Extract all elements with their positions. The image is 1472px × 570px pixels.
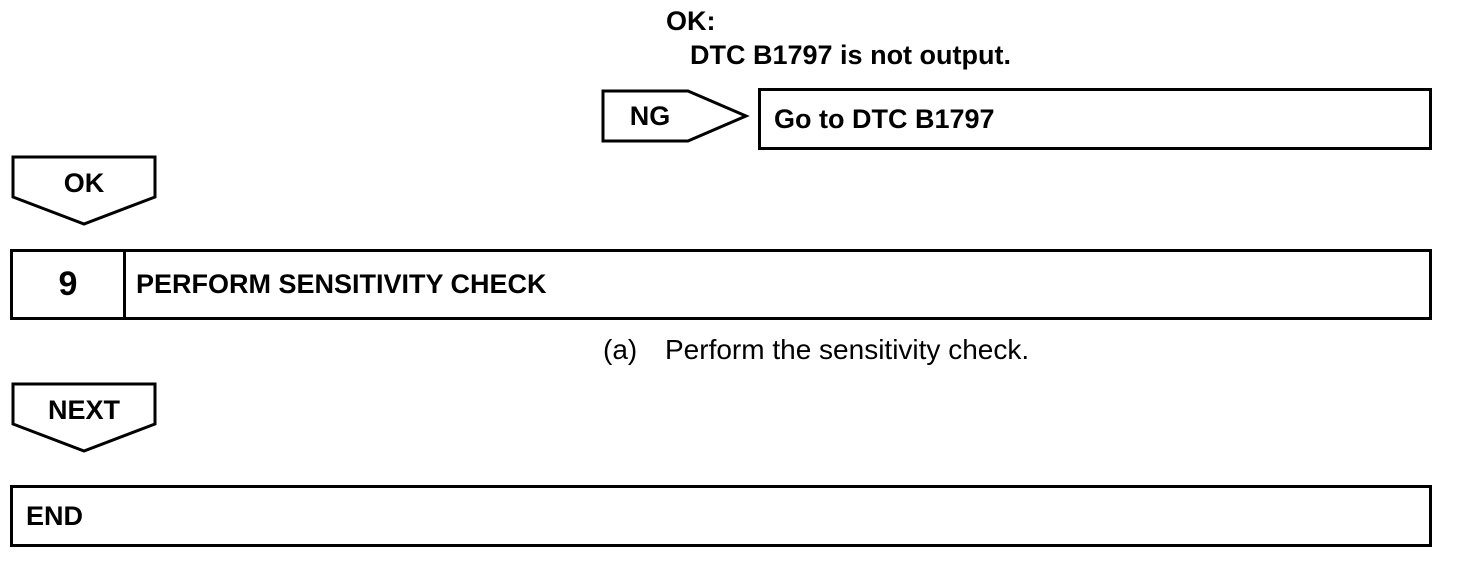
instruction-line: (a) Perform the sensitivity check. — [603, 334, 1029, 366]
step-title: PERFORM SENSITIVITY CHECK — [136, 269, 547, 299]
ok-arrow-shape[interactable] — [10, 154, 158, 228]
step-number: 9 — [13, 252, 126, 317]
end-label: END — [26, 501, 84, 531]
ok-result-label: OK: — [666, 6, 716, 36]
instruction-text: Perform the sensitivity check. — [665, 334, 1030, 365]
ng-target-text: Go to DTC B1797 — [774, 104, 995, 134]
next-arrow-shape[interactable] — [10, 381, 158, 455]
end-box: END — [10, 485, 1432, 547]
instruction-marker: (a) — [603, 334, 638, 365]
ok-arrow-label: OK — [63, 168, 105, 198]
step-box: 9 PERFORM SENSITIVITY CHECK — [10, 249, 1432, 320]
next-arrow-label: NEXT — [47, 395, 120, 425]
ng-target-box[interactable]: Go to DTC B1797 — [758, 88, 1432, 150]
ok-result-description: DTC B1797 is not output. — [690, 40, 1012, 70]
ng-arrow-shape[interactable] — [600, 88, 752, 146]
ng-arrow-label: NG — [629, 101, 671, 131]
